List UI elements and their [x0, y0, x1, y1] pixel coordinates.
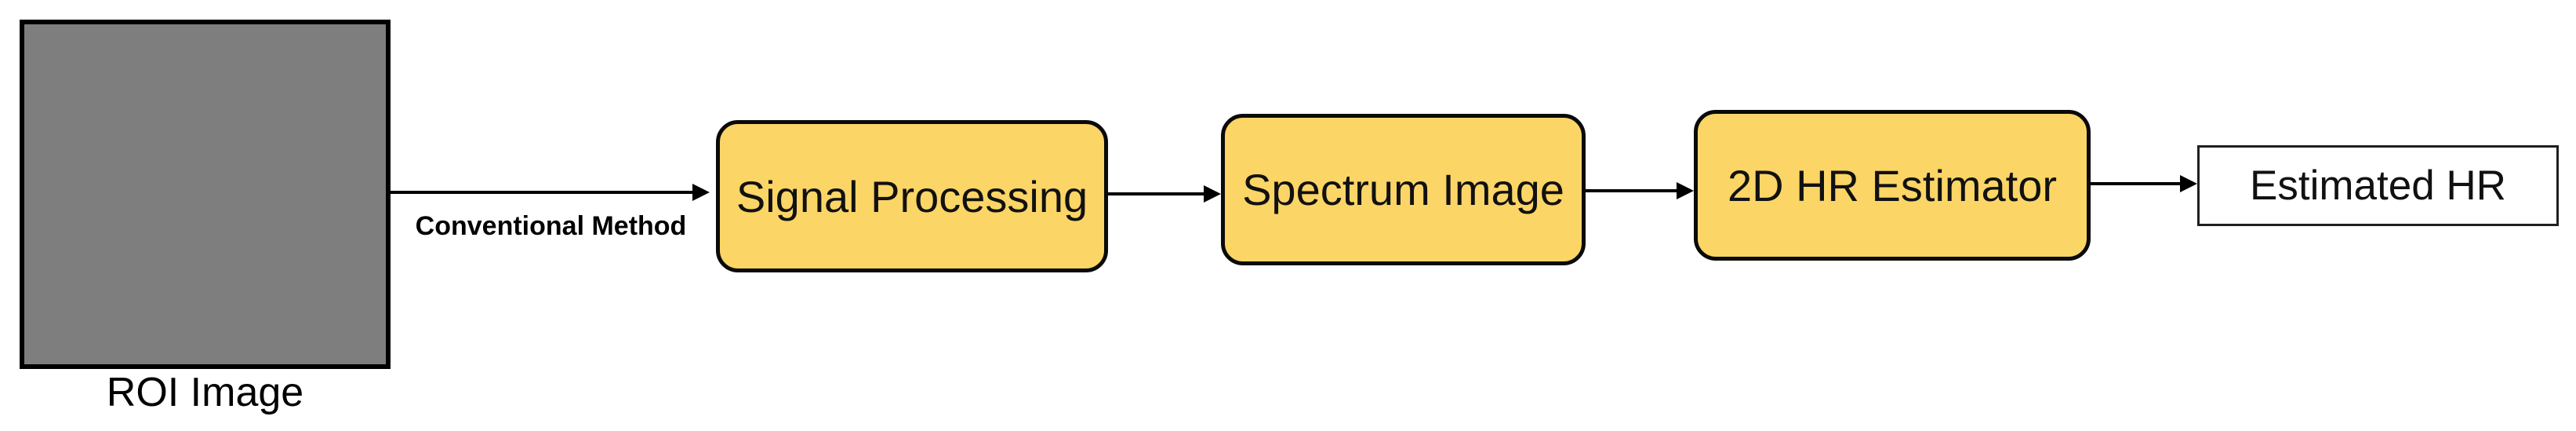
arrow-head-icon — [1204, 185, 1221, 203]
edge-label-conventional-method: Conventional Method — [415, 211, 687, 241]
arrow-line — [390, 191, 692, 194]
spectrum-image-label: Spectrum Image — [1242, 165, 1564, 214]
arrow-head-icon — [692, 184, 710, 201]
arrow-signal-to-spectrum — [1108, 184, 1221, 203]
roi-image-label: ROI Image — [106, 370, 304, 415]
arrow-line — [2091, 182, 2180, 185]
arrow-line — [1586, 189, 1677, 192]
estimated-hr-node: Estimated HR — [2197, 145, 2559, 226]
spectrum-image-node: Spectrum Image — [1221, 114, 1586, 265]
signal-processing-node: Signal Processing — [716, 120, 1108, 272]
arrow-spectrum-to-estimator — [1586, 181, 1694, 200]
arrow-roi-to-signal — [390, 183, 710, 202]
estimated-hr-label: Estimated HR — [2250, 163, 2506, 209]
arrow-head-icon — [2180, 175, 2197, 192]
signal-processing-label: Signal Processing — [736, 171, 1088, 221]
roi-image-node — [20, 20, 391, 369]
arrow-head-icon — [1677, 182, 1694, 199]
hr-estimator-label: 2D HR Estimator — [1727, 160, 2058, 210]
arrow-line — [1108, 192, 1204, 195]
hr-estimator-node: 2D HR Estimator — [1694, 110, 2091, 261]
arrow-estimator-to-output — [2091, 174, 2197, 193]
